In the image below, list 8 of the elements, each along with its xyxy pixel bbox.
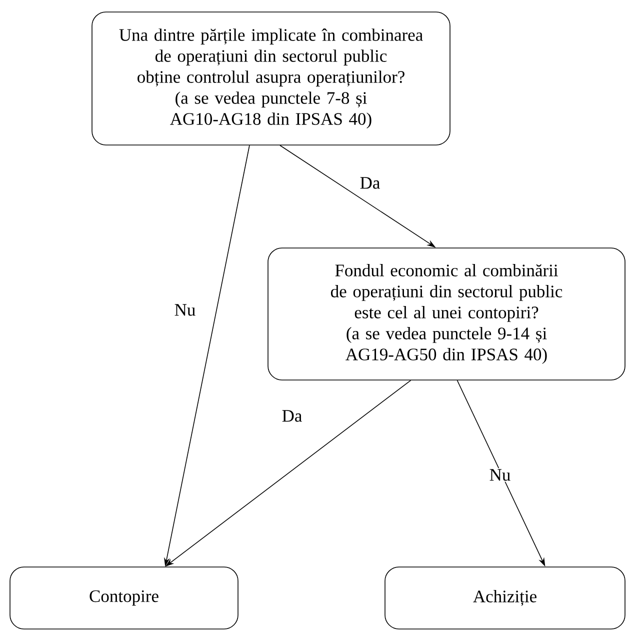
process-box: Contopire <box>10 566 238 630</box>
process-box: Fondul economic al combinării de operațiuni din sectorul public este cel al unei contopiri? (a se vedea punctele 9-14 și AG19-AG50 din IPSAS 40) <box>268 248 626 380</box>
edge-label: Nu <box>488 468 512 482</box>
process-box: Achiziție <box>384 566 626 630</box>
edge-label: Da <box>358 176 382 190</box>
edge-label: Nu <box>173 303 197 317</box>
process-box: Una dintre părțile implicate în combinarea de operațiuni din sectorul public obține controlul asupra operațiunilor? (a se vedea punctele 7-8 și AG10-AG18 din IPSAS 40) <box>92 12 450 146</box>
edge-label: Da <box>280 409 304 423</box>
